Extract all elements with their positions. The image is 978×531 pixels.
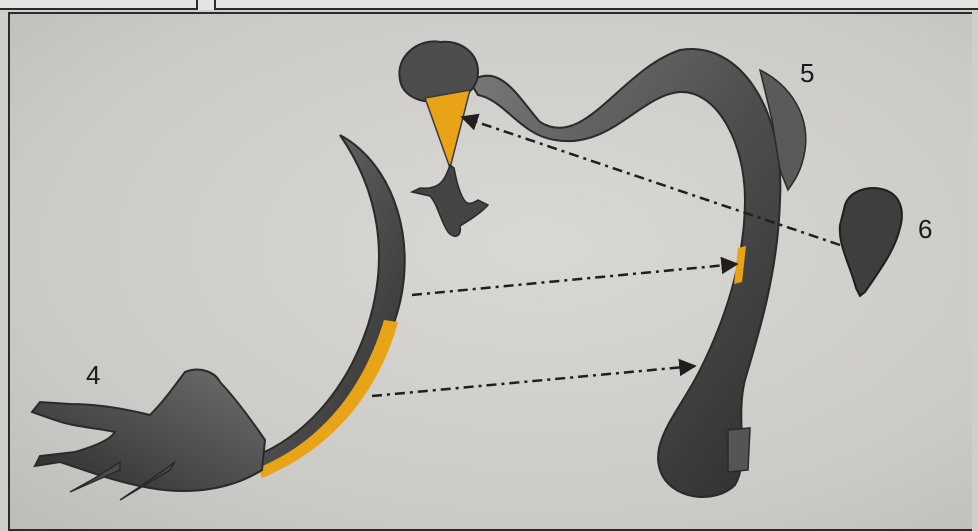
- part-6-body: [840, 188, 902, 296]
- part-5-bracket: [728, 428, 750, 472]
- lamp-head-glue-cone: [425, 90, 470, 168]
- part-label-6: 6: [918, 216, 932, 242]
- part-6-ornament: [840, 188, 902, 296]
- part-5-serpentine-arm: [470, 49, 806, 497]
- part-label-5: 5: [800, 60, 814, 86]
- arrow-4-to-5-lower: [372, 366, 695, 396]
- part-label-4: 4: [86, 362, 100, 388]
- part-4-crescent: [250, 135, 405, 470]
- lamp-head-piece: [399, 41, 488, 236]
- lamp-head-talon: [412, 165, 488, 236]
- part-4-curved-arm: [32, 135, 405, 500]
- arrow-4-to-5-upper: [412, 264, 737, 295]
- part-4-claw: [32, 370, 265, 491]
